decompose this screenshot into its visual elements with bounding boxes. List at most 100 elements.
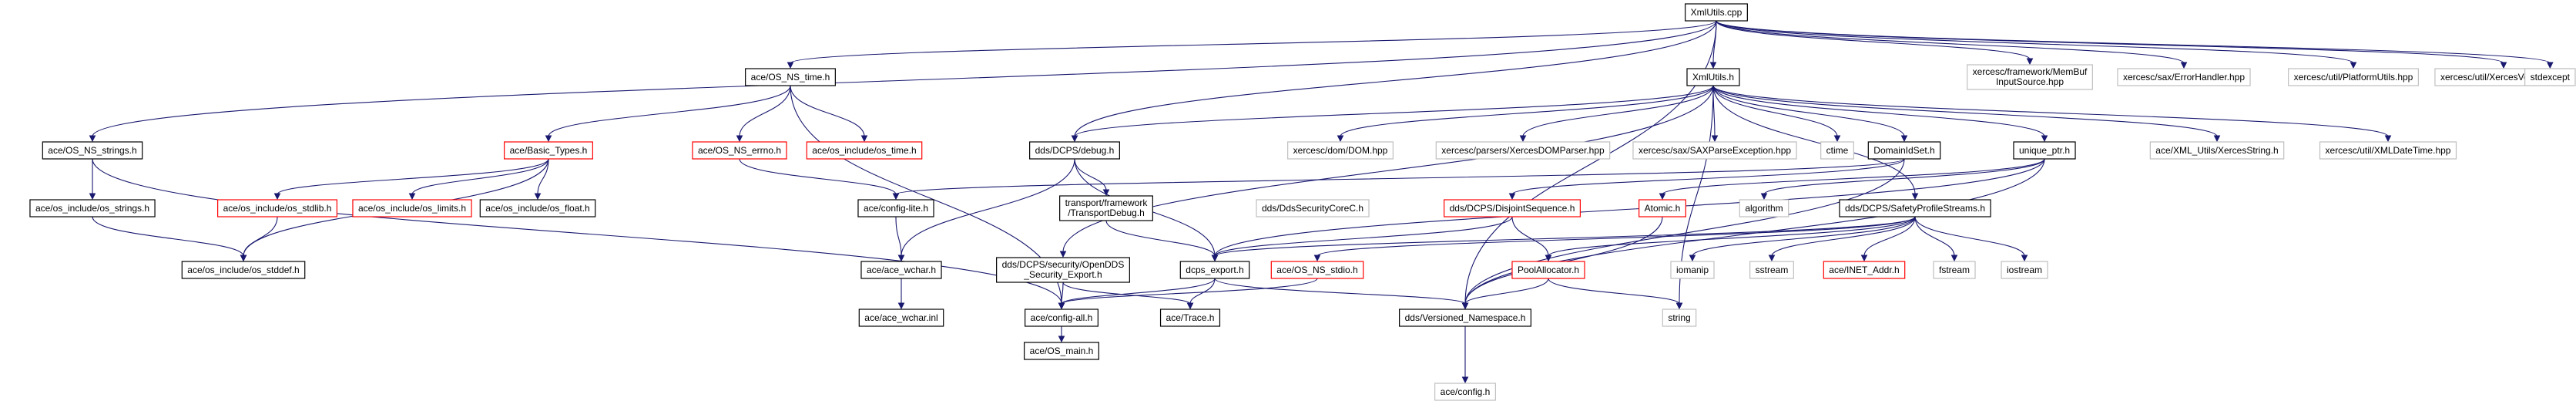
node-box[interactable] [1867, 141, 1941, 160]
node-box[interactable] [29, 199, 156, 217]
node-box[interactable] [2001, 261, 2048, 279]
node-box[interactable] [1059, 195, 1153, 221]
node-box[interactable] [1933, 261, 1976, 279]
node-trace[interactable]: ace/Trace.h [1159, 309, 1221, 327]
node-versioned[interactable]: dds/Versioned_Namespace.h [1399, 309, 1531, 327]
node-box[interactable] [857, 199, 934, 217]
node-safety[interactable]: dds/DCPS/SafetyProfileStreams.h [1839, 199, 1991, 217]
node-algorithm[interactable]: algorithm [1739, 199, 1789, 217]
node-box[interactable] [745, 68, 836, 86]
node-string[interactable]: string [1662, 309, 1697, 327]
node-fstream[interactable]: fstream [1933, 261, 1976, 279]
node-dds-sec-core[interactable]: dds/DdsSecurityCoreC.h [1256, 199, 1370, 217]
node-stdexcept[interactable]: stdexcept [2524, 68, 2576, 86]
node-box[interactable] [1662, 309, 1697, 327]
node-os-ns-time[interactable]: ace/OS_NS_time.h [745, 68, 836, 86]
node-box[interactable] [1839, 199, 1991, 217]
node-basic-types[interactable]: ace/Basic_Types.h [504, 141, 593, 160]
node-box[interactable] [1511, 261, 1585, 279]
node-os-time[interactable]: ace/os_include/os_time.h [806, 141, 923, 160]
node-box[interactable] [1024, 342, 1099, 360]
node-box[interactable] [806, 141, 923, 160]
node-errh[interactable]: xercesc/sax/ErrorHandler.hpp [2117, 68, 2251, 86]
node-atomic[interactable]: Atomic.h [1639, 199, 1686, 217]
node-saxpe[interactable]: xercesc/sax/SAXParseException.hpp [1632, 141, 1797, 160]
node-box[interactable] [1670, 261, 1715, 279]
node-poolalloc[interactable]: PoolAllocator.h [1511, 261, 1585, 279]
node-box[interactable] [1967, 64, 2093, 90]
node-platu[interactable]: xercesc/util/PlatformUtils.hpp [2288, 68, 2419, 86]
node-box[interactable] [1287, 141, 1394, 160]
node-box[interactable] [1823, 261, 1906, 279]
node-box[interactable] [1159, 309, 1221, 327]
node-os-ns-strings[interactable]: ace/OS_NS_strings.h [42, 141, 143, 160]
node-box[interactable] [352, 199, 472, 217]
node-dom[interactable]: xercesc/dom/DOM.hpp [1287, 141, 1394, 160]
node-dcps-debug[interactable]: dds/DCPS/debug.h [1029, 141, 1120, 160]
node-box[interactable] [1435, 141, 1611, 160]
node-box[interactable] [2117, 68, 2251, 86]
node-box[interactable] [1256, 199, 1370, 217]
node-xmldt[interactable]: xercesc/util/XMLDateTime.hpp [2319, 141, 2457, 160]
node-label: Atomic.h [1645, 203, 1681, 214]
node-box[interactable] [1399, 309, 1531, 327]
edge-safety-to-poolalloc [1548, 216, 1916, 257]
node-box[interactable] [2013, 141, 2076, 160]
node-os-main[interactable]: ace/OS_main.h [1024, 342, 1099, 360]
node-transport-debug[interactable]: transport/framework/TransportDebug.h [1059, 195, 1153, 221]
node-box[interactable] [1179, 261, 1250, 279]
node-ace-wchar-inl[interactable]: ace/ace_wchar.inl [858, 309, 944, 327]
node-box[interactable] [692, 141, 787, 160]
node-os-ns-stdio[interactable]: ace/OS_NS_stdio.h [1270, 261, 1364, 279]
node-os-float[interactable]: ace/os_include/os_float.h [479, 199, 596, 217]
node-os-strings[interactable]: ace/os_include/os_strings.h [29, 199, 156, 217]
node-box[interactable] [860, 261, 942, 279]
node-xmlutils-h[interactable]: XmlUtils.h [1686, 68, 1740, 86]
node-box[interactable] [217, 199, 337, 217]
node-box[interactable] [1820, 141, 1854, 160]
node-ace-wchar-h[interactable]: ace/ace_wchar.h [860, 261, 942, 279]
node-domainid[interactable]: DomainIdSet.h [1867, 141, 1941, 160]
node-box[interactable] [1270, 261, 1364, 279]
node-uniqueptr[interactable]: unique_ptr.h [2013, 141, 2076, 160]
node-dds-sec-export[interactable]: dds/DCPS/security/OpenDDS_Security_Expor… [996, 257, 1130, 283]
node-box[interactable] [1685, 3, 1748, 22]
node-ace-config[interactable]: ace/config.h [1434, 383, 1496, 401]
node-box[interactable] [1029, 141, 1120, 160]
node-box[interactable] [2149, 141, 2285, 160]
node-box[interactable] [1749, 261, 1794, 279]
node-sstream[interactable]: sstream [1749, 261, 1794, 279]
node-config-lite[interactable]: ace/config-lite.h [857, 199, 934, 217]
node-box[interactable] [1444, 199, 1581, 217]
node-root[interactable]: XmlUtils.cpp [1685, 3, 1748, 22]
node-box[interactable] [504, 141, 593, 160]
node-box[interactable] [1632, 141, 1797, 160]
node-box[interactable] [1025, 309, 1098, 327]
node-os-limits[interactable]: ace/os_include/os_limits.h [352, 199, 472, 217]
node-inet[interactable]: ace/INET_Addr.h [1823, 261, 1906, 279]
node-ctime[interactable]: ctime [1820, 141, 1854, 160]
node-box[interactable] [2319, 141, 2457, 160]
node-os-stddef[interactable]: ace/os_include/os_stddef.h [181, 261, 306, 279]
node-box[interactable] [2524, 68, 2576, 86]
node-box[interactable] [858, 309, 944, 327]
node-iostream[interactable]: iostream [2001, 261, 2048, 279]
node-box[interactable] [479, 199, 596, 217]
node-dcps-export[interactable]: dcps_export.h [1179, 261, 1250, 279]
node-box[interactable] [42, 141, 143, 160]
node-os-stdlib[interactable]: ace/os_include/os_stdlib.h [217, 199, 337, 217]
node-box[interactable] [2288, 68, 2419, 86]
node-box[interactable] [1739, 199, 1789, 217]
node-config-all[interactable]: ace/config-all.h [1025, 309, 1098, 327]
node-box[interactable] [1639, 199, 1686, 217]
node-box[interactable] [996, 257, 1130, 283]
node-xmlxstr[interactable]: ace/XML_Utils/XercesString.h [2149, 141, 2285, 160]
node-os-ns-errno[interactable]: ace/OS_NS_errno.h [692, 141, 787, 160]
node-iomanip[interactable]: iomanip [1670, 261, 1715, 279]
node-box[interactable] [1686, 68, 1740, 86]
node-xdomp[interactable]: xercesc/parsers/XercesDOMParser.hpp [1435, 141, 1611, 160]
node-disjoint[interactable]: dds/DCPS/DisjointSequence.h [1444, 199, 1581, 217]
node-box[interactable] [181, 261, 306, 279]
node-box[interactable] [1434, 383, 1496, 401]
